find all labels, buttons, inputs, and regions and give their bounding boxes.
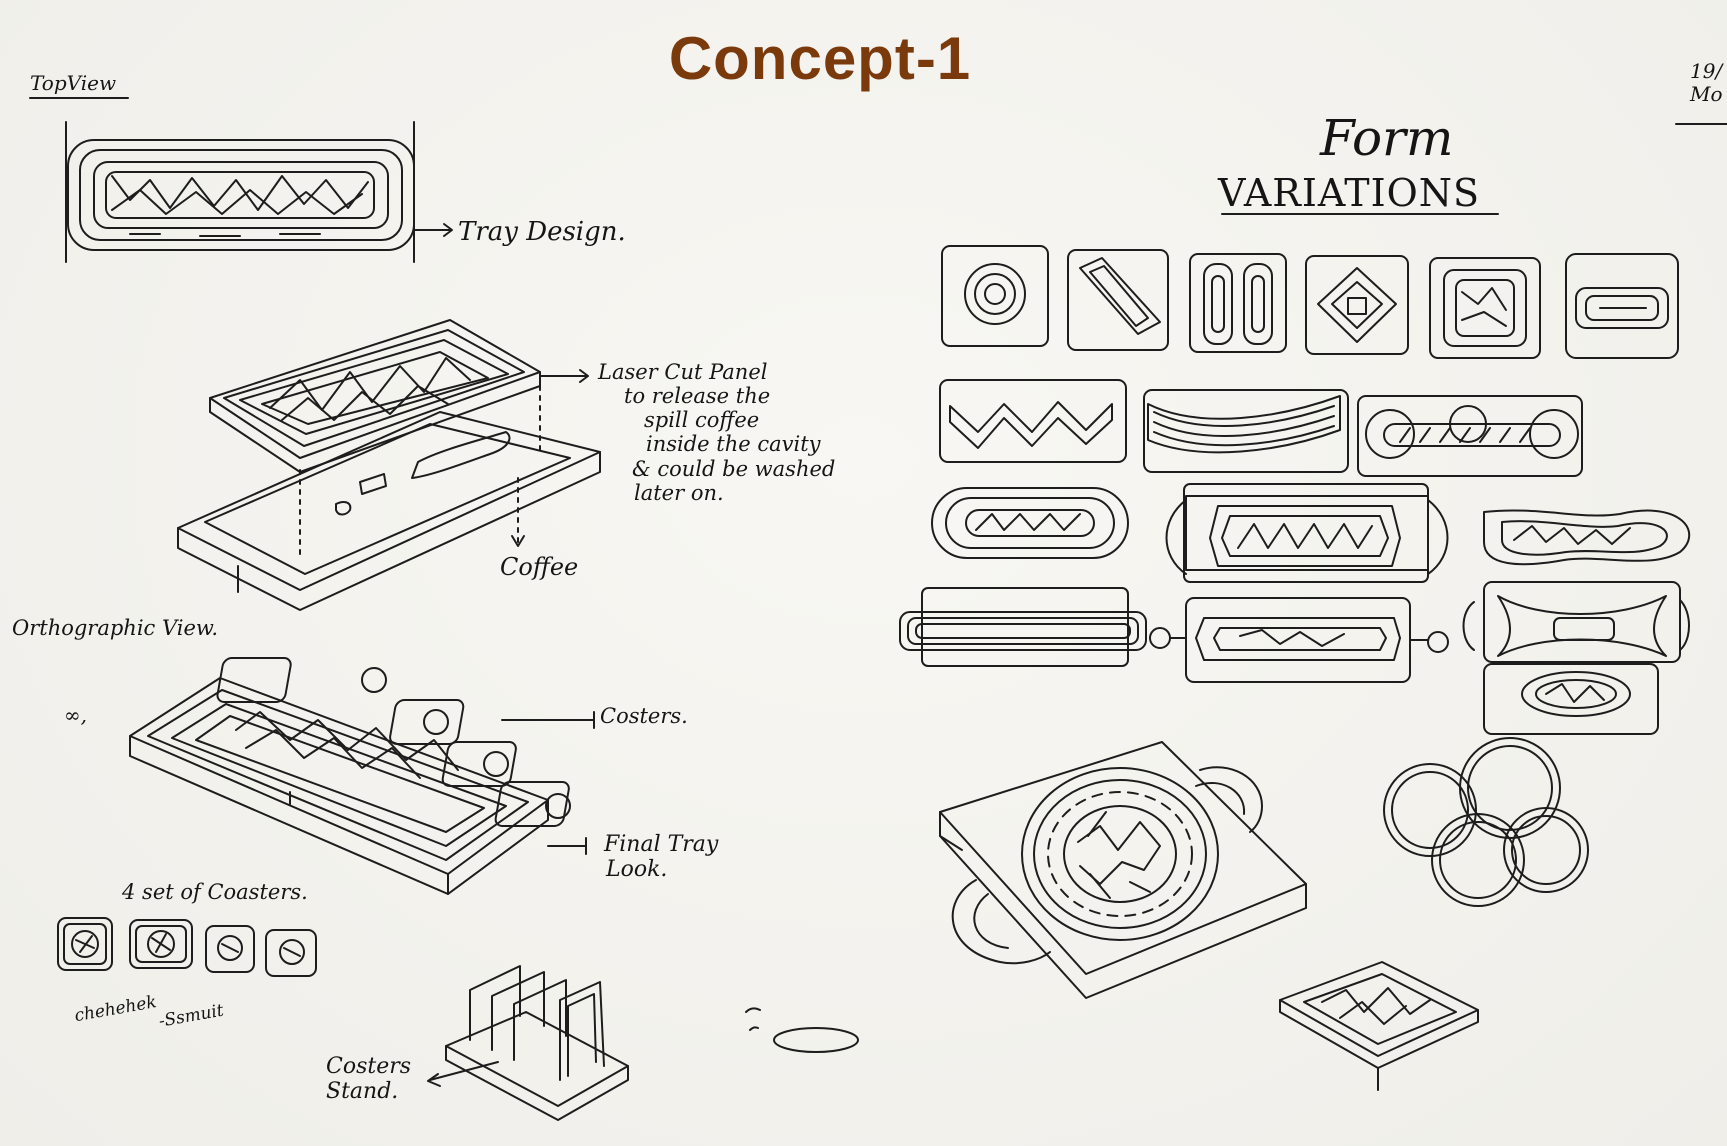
page-title: Concept-1 — [668, 25, 972, 92]
form-variations-heading-marks — [1222, 124, 1727, 214]
date-corner-line-1: 19/ — [1690, 59, 1723, 83]
large-square-tray — [940, 742, 1306, 998]
top-view-tray — [30, 98, 452, 262]
label-laser-cut: Laser Cut Panel to release the spill cof… — [598, 360, 835, 505]
label-infinity-mark: ∞, — [64, 703, 88, 727]
exploded-tray — [178, 320, 600, 610]
coasters-stand-line-1: Costers — [326, 1054, 412, 1079]
label-variations: VARIATIONS — [1218, 171, 1481, 215]
laser-cut-line-1: Laser Cut Panel — [598, 360, 768, 384]
coaster-stand — [428, 966, 628, 1120]
label-form: Form — [1320, 109, 1454, 167]
small-square-tray — [1280, 962, 1478, 1090]
coasters-stand-line-2: Stand. — [326, 1079, 399, 1105]
laser-cut-line-3: spill coffee — [644, 408, 760, 433]
label-coaster-set: 4 set of Coasters. — [122, 880, 308, 904]
form-variations-row-2 — [940, 380, 1582, 476]
label-date-corner: 19/ Mo — [1690, 60, 1723, 106]
label-coasters: Costers. — [600, 704, 688, 728]
final-tray — [130, 678, 594, 894]
laser-cut-line-5: & could be washed — [632, 456, 836, 481]
laser-cut-line-6: later on. — [634, 480, 724, 505]
laser-cut-line-2: to release the — [624, 384, 771, 409]
overlapping-rings — [1384, 738, 1588, 906]
label-top-view: TopView — [30, 71, 117, 95]
label-coasters-stand: Costers Stand. — [326, 1054, 411, 1105]
coasters-diagonal — [216, 658, 570, 826]
label-tray-design: Tray Design. — [458, 217, 626, 247]
label-final-tray: Final Tray Look. — [604, 832, 718, 883]
stray-marks — [746, 1008, 858, 1052]
date-corner-line-2: Mo — [1690, 82, 1723, 106]
form-variations-row-3 — [932, 484, 1689, 582]
final-tray-line-1: Final Tray — [604, 832, 719, 857]
label-orthographic-view: Orthographic View. — [12, 616, 219, 640]
form-variations-row-4 — [900, 582, 1689, 734]
laser-cut-line-4: inside the cavity — [646, 432, 821, 457]
form-variations-row-1 — [942, 246, 1678, 358]
coaster-set — [58, 918, 316, 976]
label-coffee: Coffee — [500, 553, 579, 581]
final-tray-line-2: Look. — [606, 857, 668, 883]
